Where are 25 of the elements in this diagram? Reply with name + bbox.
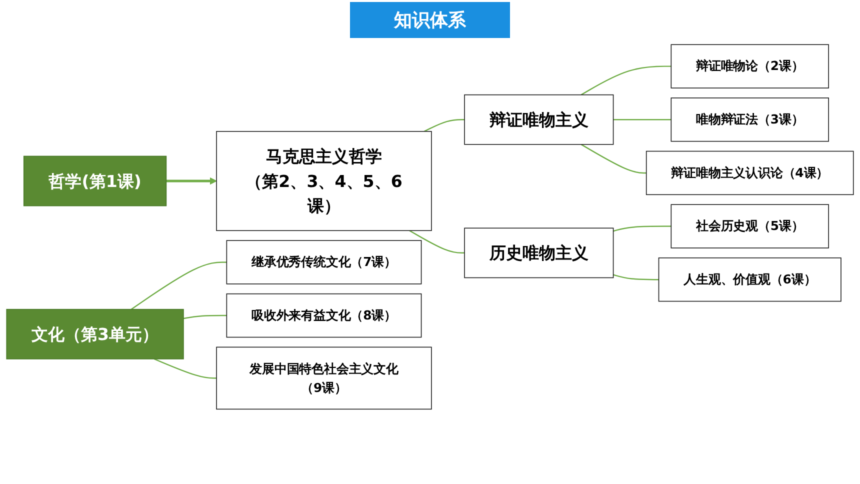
connector bbox=[183, 314, 227, 320]
node-box: 历史唯物主义 bbox=[464, 228, 614, 278]
node-box: 唯物辩证法（3课） bbox=[670, 98, 829, 142]
node-box: 人生观、价值观（6课） bbox=[658, 257, 842, 302]
node-box: 继承优秀传统文化（7课） bbox=[226, 240, 422, 284]
connector bbox=[424, 119, 464, 132]
node-box: 社会历史观（5课） bbox=[670, 204, 829, 248]
title-banner: 知识体系 bbox=[350, 2, 510, 38]
connector bbox=[580, 144, 646, 174]
node-box: 哲学(第1课) bbox=[23, 156, 167, 206]
node-box: 文化（第3单元） bbox=[6, 308, 184, 360]
connector bbox=[613, 119, 672, 120]
connector bbox=[613, 274, 659, 280]
connector bbox=[409, 230, 464, 254]
node-box: 辩证唯物论（2课） bbox=[670, 44, 829, 88]
node-box: 发展中国特色社会主义文化（9课） bbox=[216, 346, 432, 410]
connector bbox=[154, 358, 217, 379]
arrow bbox=[166, 177, 217, 185]
node-box: 辩证唯物主义认识论（4课） bbox=[646, 150, 854, 196]
node-box: 马克思主义哲学 （第2、3、4、5、6课） bbox=[216, 131, 432, 232]
node-box: 吸收外来有益文化（8课） bbox=[226, 293, 422, 338]
connector bbox=[130, 262, 227, 310]
connector bbox=[580, 66, 672, 96]
node-box: 辩证唯物主义 bbox=[464, 94, 614, 145]
connector bbox=[613, 226, 672, 232]
